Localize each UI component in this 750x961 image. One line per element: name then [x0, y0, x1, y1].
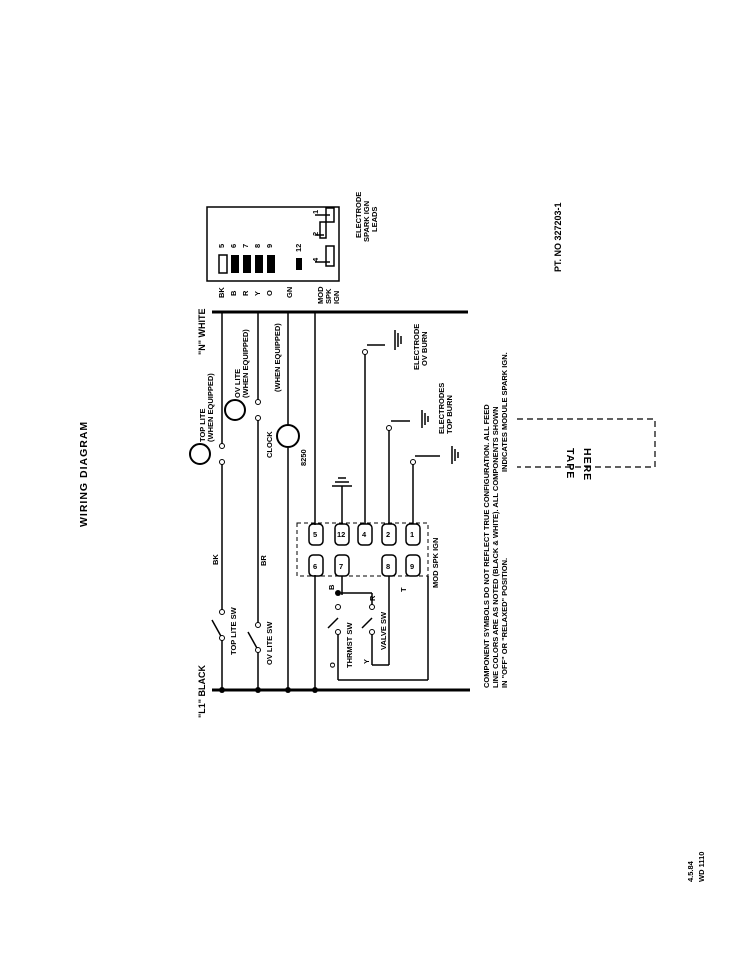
wire-color-r: R: [241, 290, 250, 296]
ov-lite-equipped: (WHEN EQUIPPED): [241, 329, 250, 398]
tape-word: TAPE: [564, 448, 576, 479]
electrodes-top-wire: [386, 410, 429, 524]
clock-equipped: (WHEN EQUIPPED): [273, 323, 282, 392]
ov-lite-label: OV LITE: [233, 369, 242, 398]
branch-ov-lite: [224, 312, 261, 693]
top-lite-equipped: (WHEN EQUIPPED): [206, 373, 215, 442]
thrmst-sw-label: THRMST SW: [345, 622, 354, 668]
pin-6: 6: [229, 244, 238, 248]
module-terminals-lower: [308, 554, 421, 577]
valve-sw-label: VALVE SW: [379, 611, 388, 650]
footer-code: WD 1110: [697, 852, 706, 882]
top-lite-sw-label: TOP LITE SW: [229, 606, 238, 655]
connector-ign: IGN: [332, 291, 341, 304]
connector-mod: MOD: [316, 286, 325, 304]
electrodes-top-label-2: TOP BURN: [445, 395, 454, 434]
pin-12: 12: [294, 244, 303, 252]
pin-7: 7: [241, 244, 250, 248]
electrode-ov-label-2: OV BURN: [420, 331, 429, 366]
branch-clock: [276, 312, 300, 693]
electrode-leads-label-2: SPARK IGN: [362, 201, 371, 242]
branch-module: [312, 312, 318, 693]
ov-lite-sw-label: OV LITE SW: [265, 621, 274, 665]
terminal-9: 9: [410, 562, 414, 571]
branch-top-lite: [189, 312, 225, 693]
connector-block: [206, 206, 340, 282]
wire-color-y: Y: [253, 291, 262, 296]
terminal-7: 7: [339, 562, 343, 571]
here-word: HERE: [581, 448, 593, 481]
wire-color-gn: GN: [285, 287, 294, 298]
wire-color-bk: BK: [217, 287, 226, 298]
footer-date: 4.5.84: [686, 860, 695, 882]
part-number: PT. NO 327203-1: [553, 202, 563, 272]
lead-4: 4: [311, 257, 320, 262]
pin-5: 5: [217, 244, 226, 248]
wire-color-b: B: [229, 290, 238, 296]
terminal-8: 8: [386, 562, 390, 571]
module-label: MOD SPK IGN: [431, 538, 440, 588]
connector-spk: SPK: [324, 288, 333, 304]
note-line-3: IN "OFF" OR "RELAXED" POSITION.: [500, 558, 509, 688]
electrode-leads-label-3: LEADS: [370, 207, 379, 232]
electrode-ov-label-1: ELECTRODE: [412, 324, 421, 370]
electrode-wire-1: [410, 446, 459, 524]
terminal-5: 5: [313, 530, 317, 539]
top-lite-label: TOP LITE: [198, 409, 207, 442]
electrode-ov-wire: [362, 330, 402, 524]
module-box: [296, 522, 429, 577]
clock-label: CLOCK: [265, 431, 274, 458]
pin-8: 8: [253, 244, 262, 248]
line-n-label: "N" WHITE: [197, 308, 207, 355]
wire-color-o: O: [265, 290, 274, 296]
switch-letter-r: R: [368, 595, 377, 601]
switch-letter-t: T: [399, 587, 408, 592]
lead-2: 2: [311, 232, 320, 236]
terminal-4: 4: [362, 530, 367, 539]
electrode-leads-label-1: ELECTRODE: [354, 192, 363, 238]
switch-network: [327, 576, 429, 681]
note-line-1: COMPONENT SYMBOLS DO NOT REFLECT TRUE CO…: [482, 404, 491, 688]
clock-number: 8250: [299, 449, 308, 466]
terminal-1: 1: [410, 530, 414, 539]
diagram-title: WIRING DIAGRAM: [78, 421, 90, 527]
note-line-2: LINE COLORS ARE AS NOTED (BLACK & WHITE)…: [491, 406, 500, 688]
terminal-2: 2: [386, 530, 390, 539]
tape-box: [517, 418, 656, 468]
connector-pins: [218, 254, 302, 274]
switch-letter-o: O: [328, 662, 337, 668]
br-wire-label: BR: [259, 555, 268, 566]
electrodes-top-label-1: ELECTRODES: [437, 383, 446, 434]
line-l1-label: "L1" BLACK: [197, 664, 207, 718]
bk-wire-label: BK: [211, 554, 220, 565]
pin-9: 9: [265, 244, 274, 248]
terminal-6: 6: [313, 562, 317, 571]
switch-letter-y: Y: [362, 659, 371, 664]
spark-leads: [315, 207, 335, 267]
note-line-4: INDICATES MODULE SPARK IGN.: [500, 352, 509, 472]
ground-module: [332, 477, 352, 524]
terminal-12: 12: [337, 530, 345, 539]
switch-letter-b: B: [327, 584, 336, 590]
lead-1: 1: [311, 210, 320, 214]
